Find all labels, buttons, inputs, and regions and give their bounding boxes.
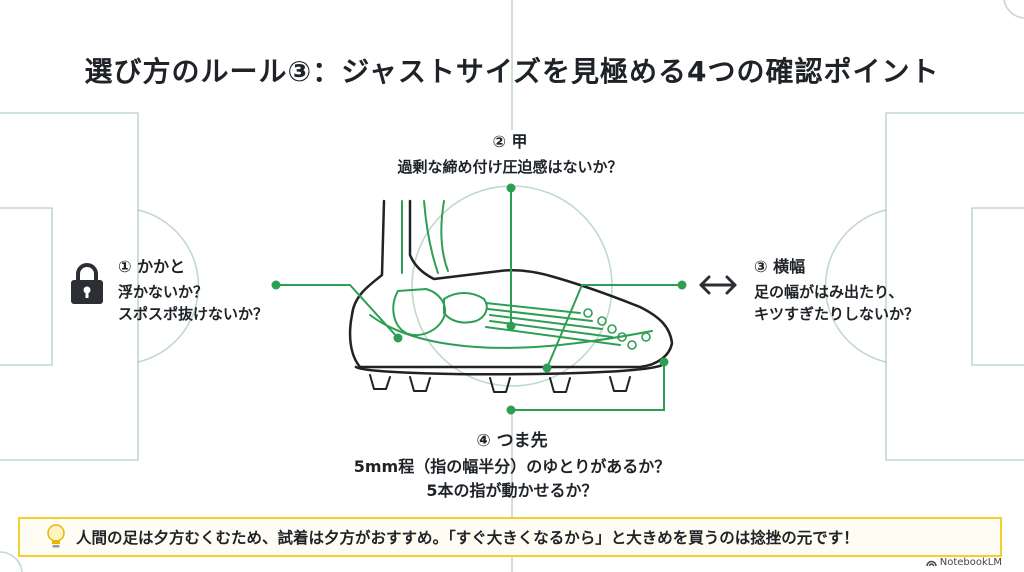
heel-bones xyxy=(392,288,446,336)
brand-watermark: NotebookLM xyxy=(926,557,1002,568)
boot-studs xyxy=(369,374,631,393)
page-title: 選び方のルール③：ジャストサイズを見極める4つの確認ポイント xyxy=(84,55,940,88)
metatarsal-bones xyxy=(485,302,621,346)
width-check-line-2: キツすぎたりしないか？ xyxy=(754,305,920,323)
width-check-heading: ③ 横幅 xyxy=(754,257,806,276)
brand-label: NotebookLM xyxy=(939,557,1002,568)
instep-check-heading: ② 甲 xyxy=(492,132,528,151)
toe-check-line-2: 5本の指が動かせるか？ xyxy=(426,481,598,500)
toe-check-line-1: 5mm程（指の幅半分）のゆとりがあるか？ xyxy=(353,457,671,476)
instep-check-line-1: 過剰な締め付け圧迫感はないか？ xyxy=(397,158,623,176)
lock-icon xyxy=(71,263,103,304)
notebooklm-logo-icon xyxy=(926,560,937,567)
width-check-callout: ③ 横幅 足の幅がはみ出たり、 キツすぎたりしないか？ xyxy=(754,253,919,325)
left-right-arrow-icon xyxy=(699,275,737,295)
heel-check-line-1: 浮かないか？ xyxy=(118,283,209,301)
ankle-bones xyxy=(443,292,488,324)
heel-check-callout: ① かかと 浮かないか？ スポスポ抜けないか？ xyxy=(118,253,268,325)
tip-banner: 人間の足は夕方むくむため、試着は夕方がおすすめ。「すぐ大きくなるから」と大きめを… xyxy=(18,517,1002,557)
toe-joints xyxy=(583,308,651,350)
heel-check-line-2: スポスポ抜けないか？ xyxy=(118,305,269,323)
tip-text: 人間の足は夕方むくむため、試着は夕方がおすすめ。「すぐ大きくなるから」と大きめを… xyxy=(76,529,859,547)
instep-check-callout: ② 甲 過剰な締め付け圧迫感はないか？ xyxy=(300,128,720,178)
leg-bones xyxy=(401,200,449,274)
width-check-line-1: 足の幅がはみ出たり、 xyxy=(754,283,904,301)
boot-foot-xray-illustration xyxy=(348,199,674,393)
toe-check-heading: ④ つま先 xyxy=(476,431,548,451)
boot-outline xyxy=(348,199,674,369)
toe-check-callout: ④ つま先 5mm程（指の幅半分）のゆとりがあるか？ 5本の指が動かせるか？ xyxy=(312,426,712,503)
lightbulb-icon xyxy=(47,524,65,548)
heel-check-heading: ① かかと xyxy=(118,257,186,276)
